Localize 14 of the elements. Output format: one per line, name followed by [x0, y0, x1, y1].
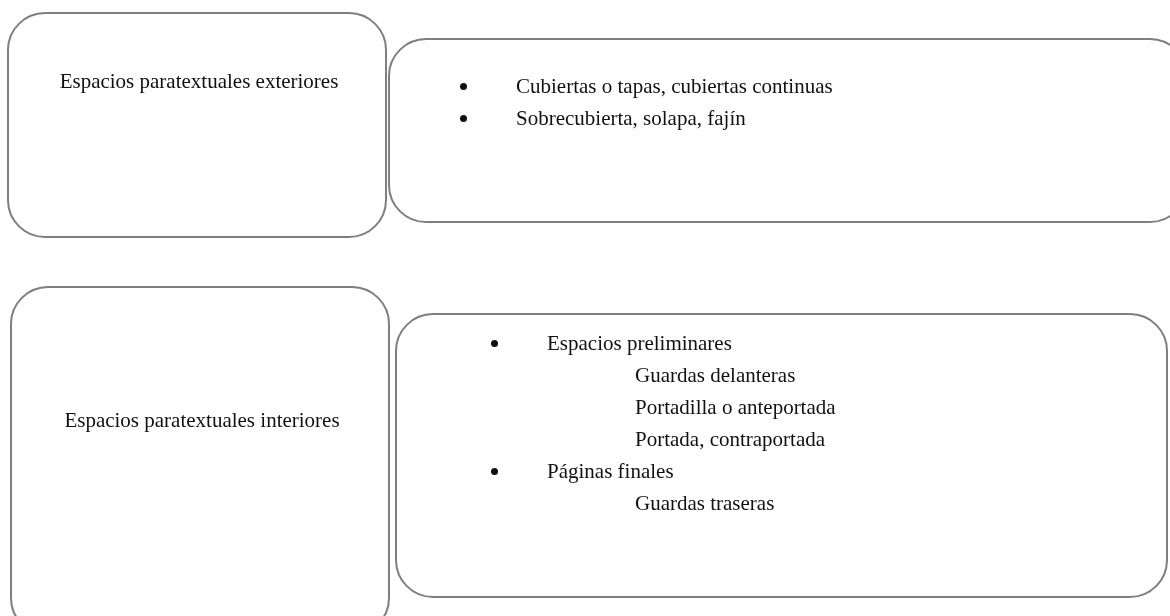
rounded-box — [10, 286, 390, 616]
sub-item: Guardas traseras — [635, 491, 775, 515]
sub-item: Portadilla o anteportada — [635, 395, 836, 419]
rounded-box — [388, 38, 1170, 223]
bullet-item: Espacios preliminares — [547, 331, 732, 355]
sub-item: Portada, contraportada — [635, 427, 826, 451]
rounded-box — [7, 12, 387, 238]
bullet-item: Sobrecubierta, solapa, fajín — [516, 106, 746, 130]
category-label: Espacios paratextuales exteriores — [58, 69, 340, 93]
sub-item: Guardas delanteras — [635, 363, 796, 387]
bullet-item: Páginas finales — [547, 459, 674, 483]
bullet-item: Cubiertas o tapas, cubiertas continuas — [516, 74, 833, 98]
rounded-box — [395, 313, 1168, 598]
category-label: Espacios paratextuales interiores — [63, 408, 341, 432]
